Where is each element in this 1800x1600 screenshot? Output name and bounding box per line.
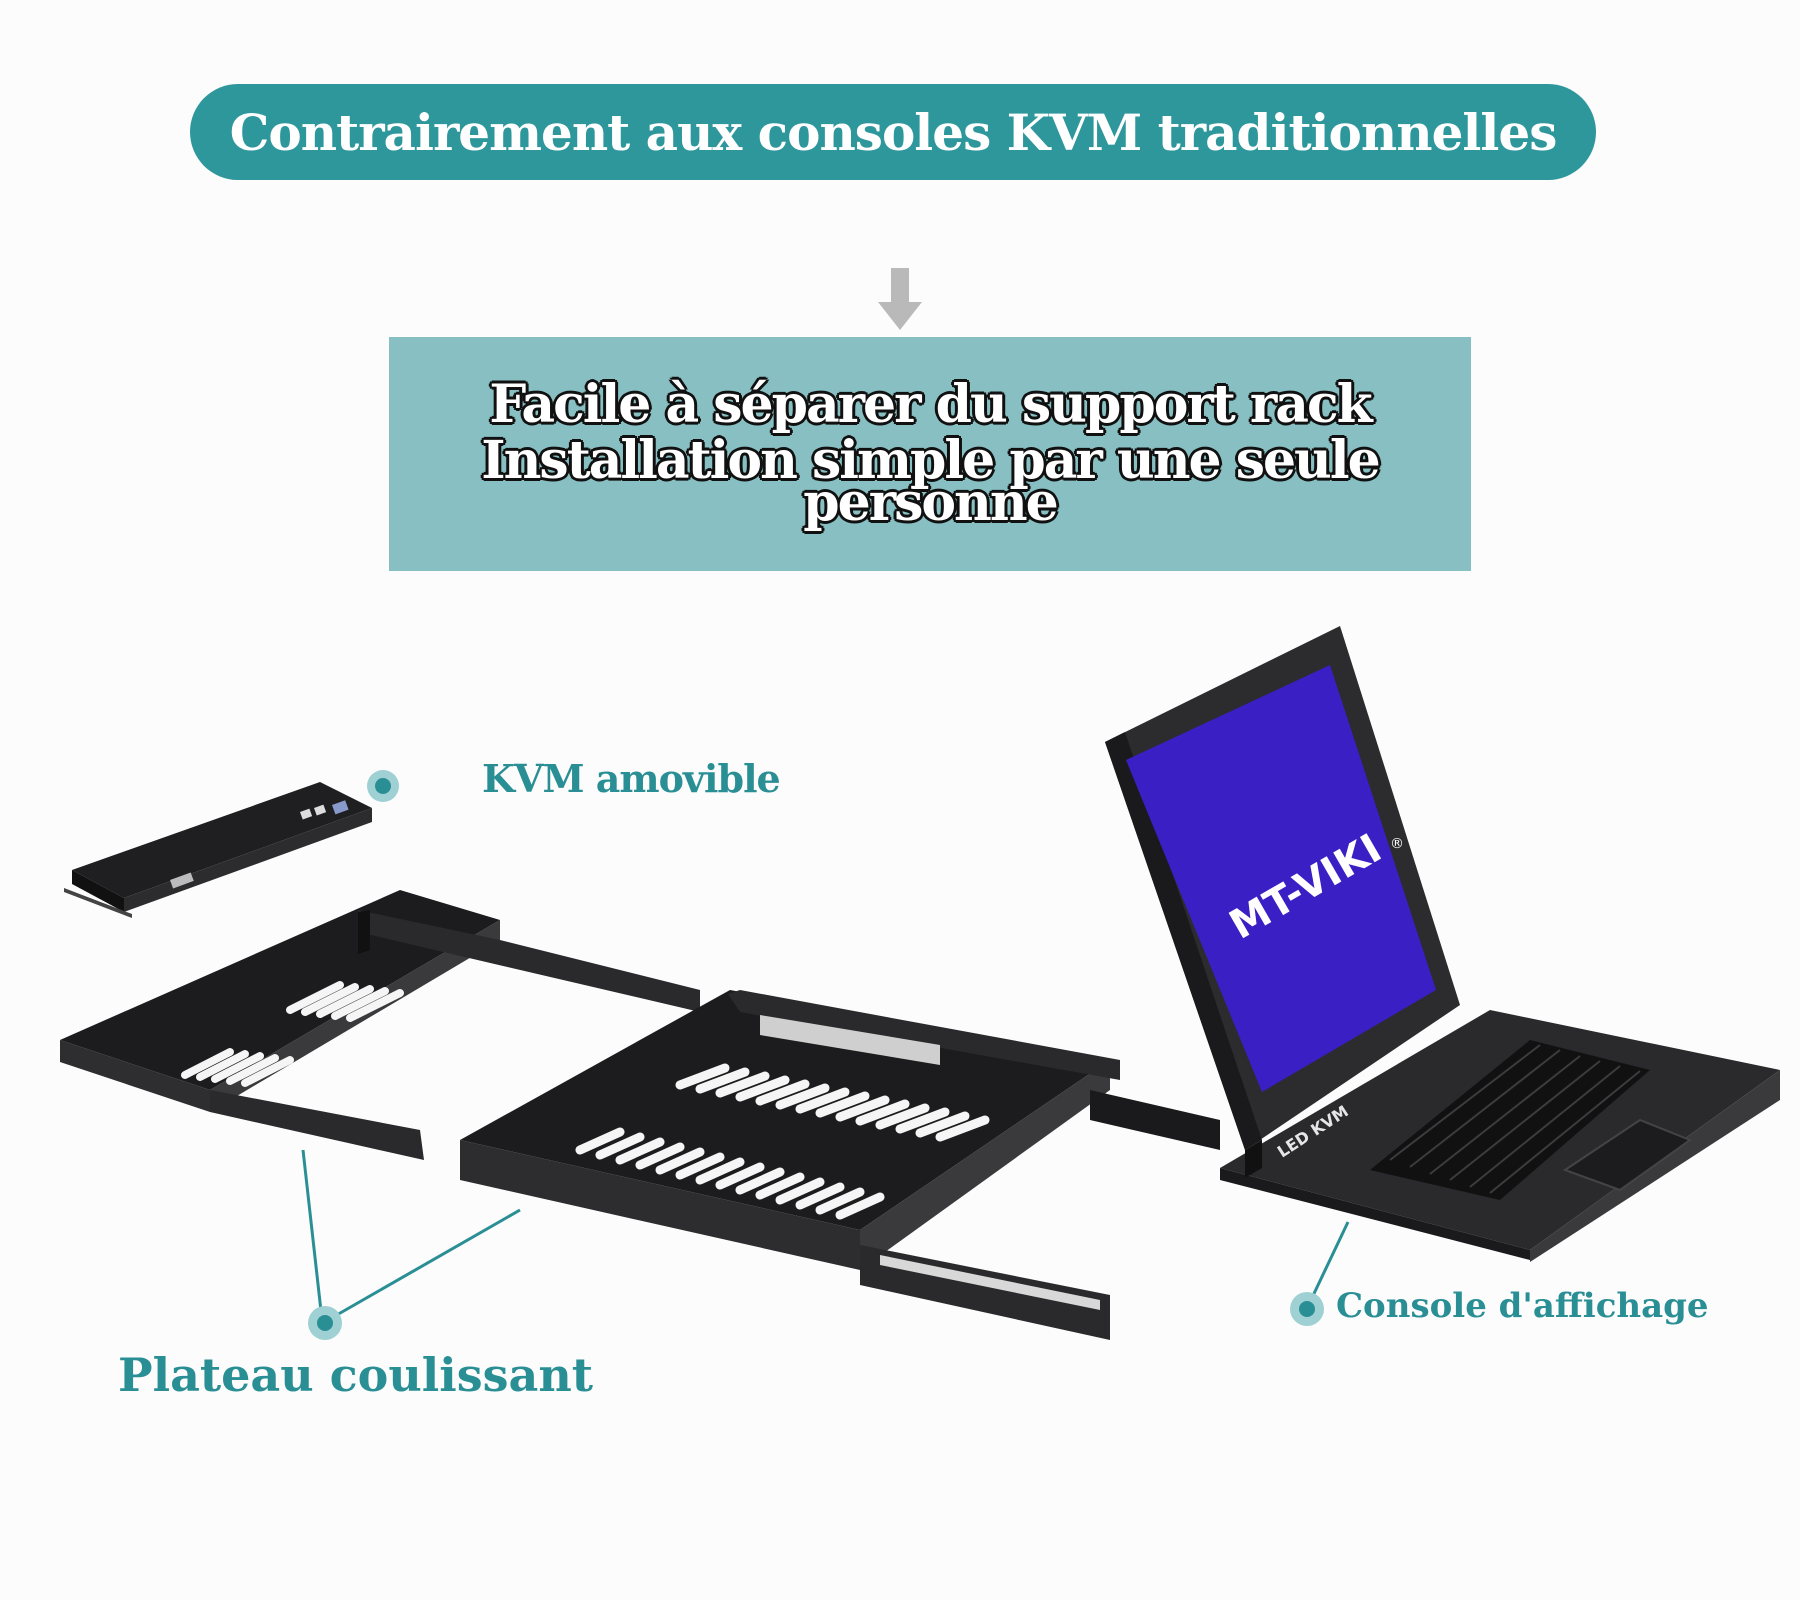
banner-title: Contrairement aux consoles KVM tradition… xyxy=(229,102,1558,162)
subtitle-box: Facile à séparer du support rack Install… xyxy=(389,337,1471,571)
kvm-module xyxy=(64,782,372,918)
subtitle-line-1: Facile à séparer du support rack xyxy=(489,374,1372,435)
display-console xyxy=(1105,626,1780,1262)
screen-brand-mark: ® xyxy=(1390,836,1404,852)
console-callout-dot-inner xyxy=(1299,1301,1315,1317)
subtitle-line-3: personne xyxy=(803,472,1058,533)
tray-callout-dot-inner xyxy=(317,1315,333,1331)
console-label: Console d'affichage xyxy=(1336,1286,1709,1326)
sliding-tray xyxy=(460,990,1220,1340)
rear-tray xyxy=(60,890,700,1160)
arrow-down-icon xyxy=(878,268,922,332)
kvm-callout-dot-inner xyxy=(375,778,391,794)
kvm-label: KVM amovible xyxy=(482,756,781,801)
callout-lines xyxy=(301,1149,1350,1322)
tray-label: Plateau coulissant xyxy=(118,1348,594,1402)
top-banner: Contrairement aux consoles KVM tradition… xyxy=(190,84,1596,180)
subtitle-line-2: Installation simple par une seule xyxy=(481,430,1380,491)
